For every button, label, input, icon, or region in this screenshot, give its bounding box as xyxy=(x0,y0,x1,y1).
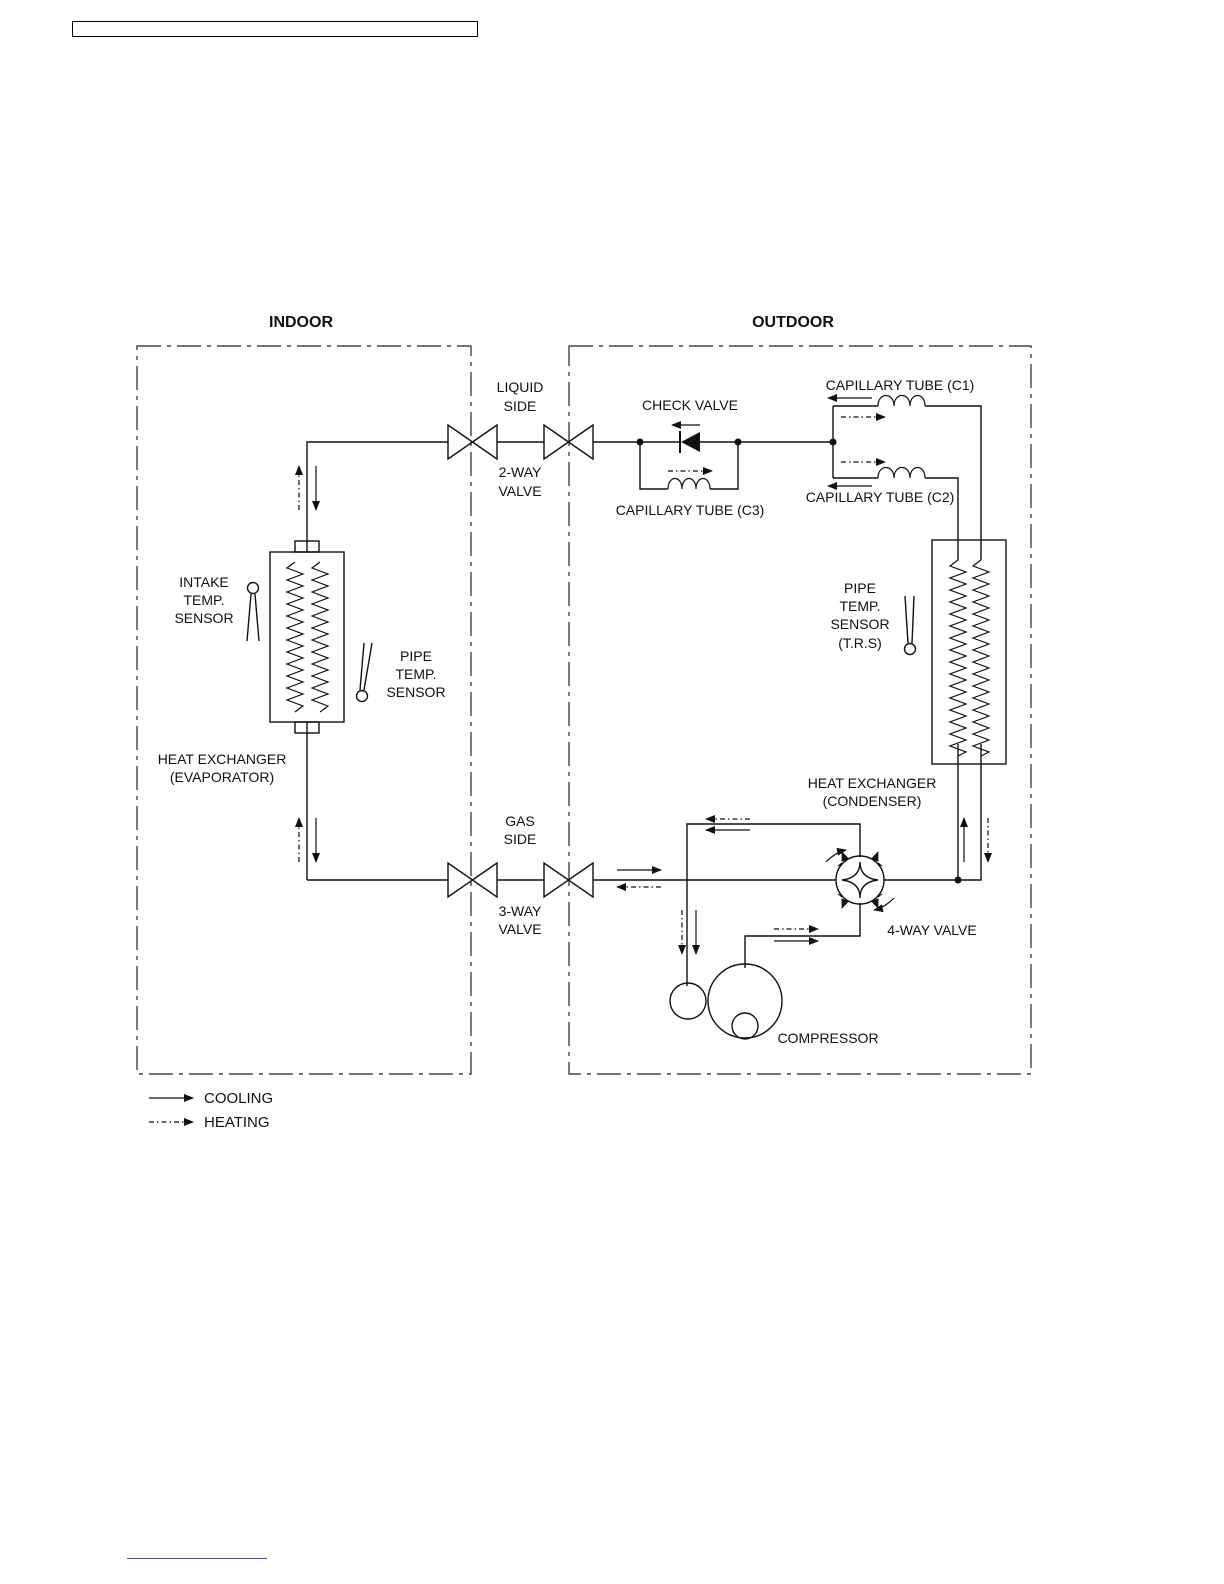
capillary-c2-label: CAPILLARY TUBE (C2) xyxy=(806,489,955,505)
footer-link-underline[interactable] xyxy=(127,1558,267,1559)
indoor-title: INDOOR xyxy=(269,314,333,331)
condenser-heat-exchanger-icon xyxy=(932,540,1006,764)
condenser-label: HEAT EXCHANGER (CONDENSER) xyxy=(808,775,937,809)
svg-text:COOLING: COOLING xyxy=(204,1090,273,1107)
svg-text:INTAKE: INTAKE xyxy=(179,574,229,590)
svg-text:HEAT EXCHANGER: HEAT EXCHANGER xyxy=(808,775,937,791)
svg-text:TEMP.: TEMP. xyxy=(396,666,437,682)
svg-text:PIPE: PIPE xyxy=(400,648,432,664)
svg-text:VALVE: VALVE xyxy=(498,483,541,499)
indoor-unit-boundary xyxy=(137,346,471,1074)
legend: COOLING HEATING xyxy=(149,1090,273,1131)
four-way-valve-icon xyxy=(826,850,894,910)
svg-text:2-WAY: 2-WAY xyxy=(499,464,542,480)
svg-text:SENSOR: SENSOR xyxy=(174,610,233,626)
svg-text:SENSOR: SENSOR xyxy=(830,616,889,632)
svg-text:LIQUID: LIQUID xyxy=(497,379,544,395)
liquid-side-label: LIQUID SIDE xyxy=(497,379,544,414)
svg-text:3-WAY: 3-WAY xyxy=(499,903,542,919)
check-valve-icon xyxy=(672,425,700,453)
svg-text:PIPE: PIPE xyxy=(844,580,876,596)
svg-text:SIDE: SIDE xyxy=(504,831,537,847)
compressor-label: COMPRESSOR xyxy=(777,1030,878,1046)
svg-text:TEMP.: TEMP. xyxy=(840,598,881,614)
svg-text:(T.R.S): (T.R.S) xyxy=(838,635,882,651)
svg-text:GAS: GAS xyxy=(505,813,535,829)
outdoor-pipe-temp-sensor-label: PIPE TEMP. SENSOR (T.R.S) xyxy=(830,580,889,651)
legend-heating: HEATING xyxy=(149,1114,270,1131)
outdoor-title: OUTDOOR xyxy=(752,314,834,331)
svg-text:SIDE: SIDE xyxy=(504,398,537,414)
capillary-coil-c3-icon xyxy=(668,479,710,490)
svg-text:TEMP.: TEMP. xyxy=(184,592,225,608)
outdoor-pipe-temp-sensor-icon xyxy=(905,596,916,655)
check-valve-label: CHECK VALVE xyxy=(642,397,738,413)
intake-temp-sensor-label: INTAKE TEMP. SENSOR xyxy=(174,574,233,626)
three-way-valve-indoor-icon xyxy=(448,863,497,897)
legend-cooling: COOLING xyxy=(149,1090,273,1107)
capillary-coil-c2-icon xyxy=(878,468,925,479)
evaporator-heat-exchanger-icon xyxy=(270,541,344,733)
svg-text:SENSOR: SENSOR xyxy=(386,684,445,700)
indoor-pipe-temp-sensor-icon xyxy=(357,643,373,702)
four-way-valve-label: 4-WAY VALVE xyxy=(887,922,976,938)
outdoor-unit-boundary xyxy=(569,346,1031,1074)
svg-text:VALVE: VALVE xyxy=(498,921,541,937)
two-way-valve-label: 2-WAY VALVE xyxy=(498,464,542,499)
two-way-valve-indoor-icon xyxy=(448,425,497,459)
svg-text:(EVAPORATOR): (EVAPORATOR) xyxy=(170,769,274,785)
svg-text:HEATING: HEATING xyxy=(204,1114,270,1131)
capillary-c1-label: CAPILLARY TUBE (C1) xyxy=(826,377,975,393)
indoor-pipe-temp-sensor-label: PIPE TEMP. SENSOR xyxy=(386,648,445,700)
three-way-valve-label: 3-WAY VALVE xyxy=(498,903,542,937)
gas-side-label: GAS SIDE xyxy=(504,813,537,847)
capillary-coil-c1-icon xyxy=(878,396,925,407)
capillary-c3-label: CAPILLARY TUBE (C3) xyxy=(616,502,765,518)
svg-text:(CONDENSER): (CONDENSER) xyxy=(823,793,922,809)
evaporator-label: HEAT EXCHANGER (EVAPORATOR) xyxy=(158,751,287,785)
intake-temp-sensor-icon xyxy=(247,583,259,642)
svg-text:HEAT EXCHANGER: HEAT EXCHANGER xyxy=(158,751,287,767)
